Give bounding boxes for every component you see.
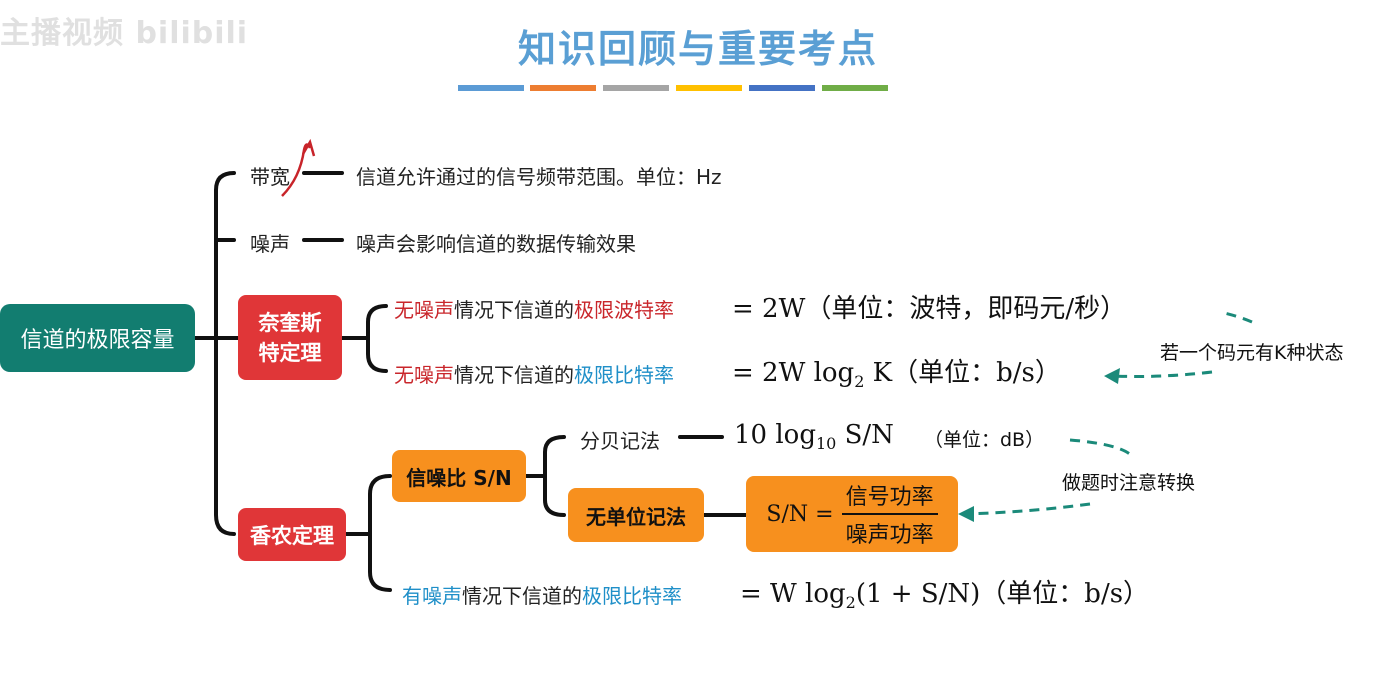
nyquist-row1-plain: 情况下信道的 (454, 298, 574, 322)
arrow-k-states (1219, 310, 1253, 324)
db-label: 分贝记法 (580, 429, 660, 453)
frac-lhs: S/N = (766, 501, 834, 527)
annotation-convert: 做题时注意转换 (1062, 472, 1196, 494)
nyquist-label-line2: 特定理 (258, 340, 322, 365)
nyquist-row1-text: 无噪声情况下信道的极限波特率 (394, 294, 674, 323)
db-formula: 10 log10 S/N (734, 420, 894, 453)
page-title: 知识回顾与重要考点 (517, 27, 878, 71)
bandwidth-label: 带宽 (250, 165, 290, 189)
shannon-formula-rest: (1 + S/N)（单位：b/s） (855, 579, 1150, 609)
shannon-row-blue2: 极限比特率 (582, 584, 682, 608)
shannon-node: 香农定理 (238, 508, 346, 561)
color-bar-2 (530, 85, 596, 91)
shannon-formula: = W log2(1 + S/N)（单位：b/s） (740, 573, 1149, 612)
color-bar-5 (749, 85, 815, 91)
nyquist-row2-formula: = 2W log2 K（单位：b/s） (732, 352, 1061, 391)
annotation-k-states: 若一个码元有K种状态 (1160, 342, 1344, 364)
db-formula-sub: 10 (815, 434, 837, 454)
arrowhead-k (1104, 368, 1120, 384)
snr-node: 信噪比 S/N (392, 450, 526, 502)
snr-fraction: 信号功率 噪声功率 (841, 479, 938, 549)
frac-numerator: 信号功率 (841, 479, 938, 515)
color-bar-3 (603, 85, 669, 91)
color-bar-4 (676, 85, 742, 91)
noise-label: 噪声 (250, 232, 290, 256)
color-bar-1 (458, 85, 524, 91)
db-formula-main: 10 log (734, 420, 816, 450)
arrow-convert-2 (965, 502, 1091, 516)
shannon-row-blue1: 有噪声 (402, 584, 462, 608)
main-trunk (214, 171, 236, 536)
bandwidth-desc: 信道允许通过的信号频带范围。单位：Hz (356, 165, 722, 189)
arrow-k-states-2 (1111, 370, 1213, 378)
pen-mark-arrow-icon (301, 138, 316, 157)
db-formula-rest: S/N (844, 420, 894, 450)
nyquist-label-line1: 奈奎斯 (258, 310, 322, 335)
nyquist-row2-formula-sub: 2 (854, 372, 865, 392)
db-unit: （单位：dB） (924, 429, 1045, 451)
watermark: 主播视频 bilibili (0, 16, 249, 51)
nyquist-fork (366, 304, 388, 373)
nyquist-row2-hl: 极限比特率 (574, 363, 674, 387)
shannon-fork (368, 474, 392, 592)
nyquist-row2-red: 无噪声 (394, 363, 454, 387)
nyquist-row2-formula-main: = 2W log (732, 358, 855, 388)
shannon-formula-main: = W log (740, 579, 846, 609)
frac-denominator: 噪声功率 (845, 523, 934, 548)
snr-fork (543, 435, 566, 517)
nyquist-node: 奈奎斯特定理 (238, 295, 342, 380)
nyquist-row1-formula: = 2W（单位：波特，即码元/秒） (732, 294, 1127, 324)
root-node: 信道的极限容量 (0, 304, 195, 372)
nyquist-row2-text: 无噪声情况下信道的极限比特率 (394, 359, 674, 388)
shannon-formula-sub: 2 (845, 593, 856, 613)
color-bar-6 (822, 85, 888, 91)
nyquist-row2-formula-rest: K（单位：b/s） (872, 358, 1061, 388)
nyquist-row2-plain: 情况下信道的 (454, 363, 574, 387)
shannon-row-plain: 情况下信道的 (462, 584, 582, 608)
arrow-convert (1069, 438, 1134, 458)
shannon-row-text: 有噪声情况下信道的极限比特率 (402, 580, 682, 609)
nyquist-row1-red: 无噪声 (394, 298, 454, 322)
noise-desc: 噪声会影响信道的数据传输效果 (356, 232, 636, 256)
nyquist-row1-hl: 极限波特率 (574, 298, 674, 322)
snr-formula-box: S/N = 信号功率 噪声功率 (746, 476, 958, 552)
unitless-node: 无单位记法 (568, 488, 704, 542)
arrowhead-convert (958, 506, 974, 522)
